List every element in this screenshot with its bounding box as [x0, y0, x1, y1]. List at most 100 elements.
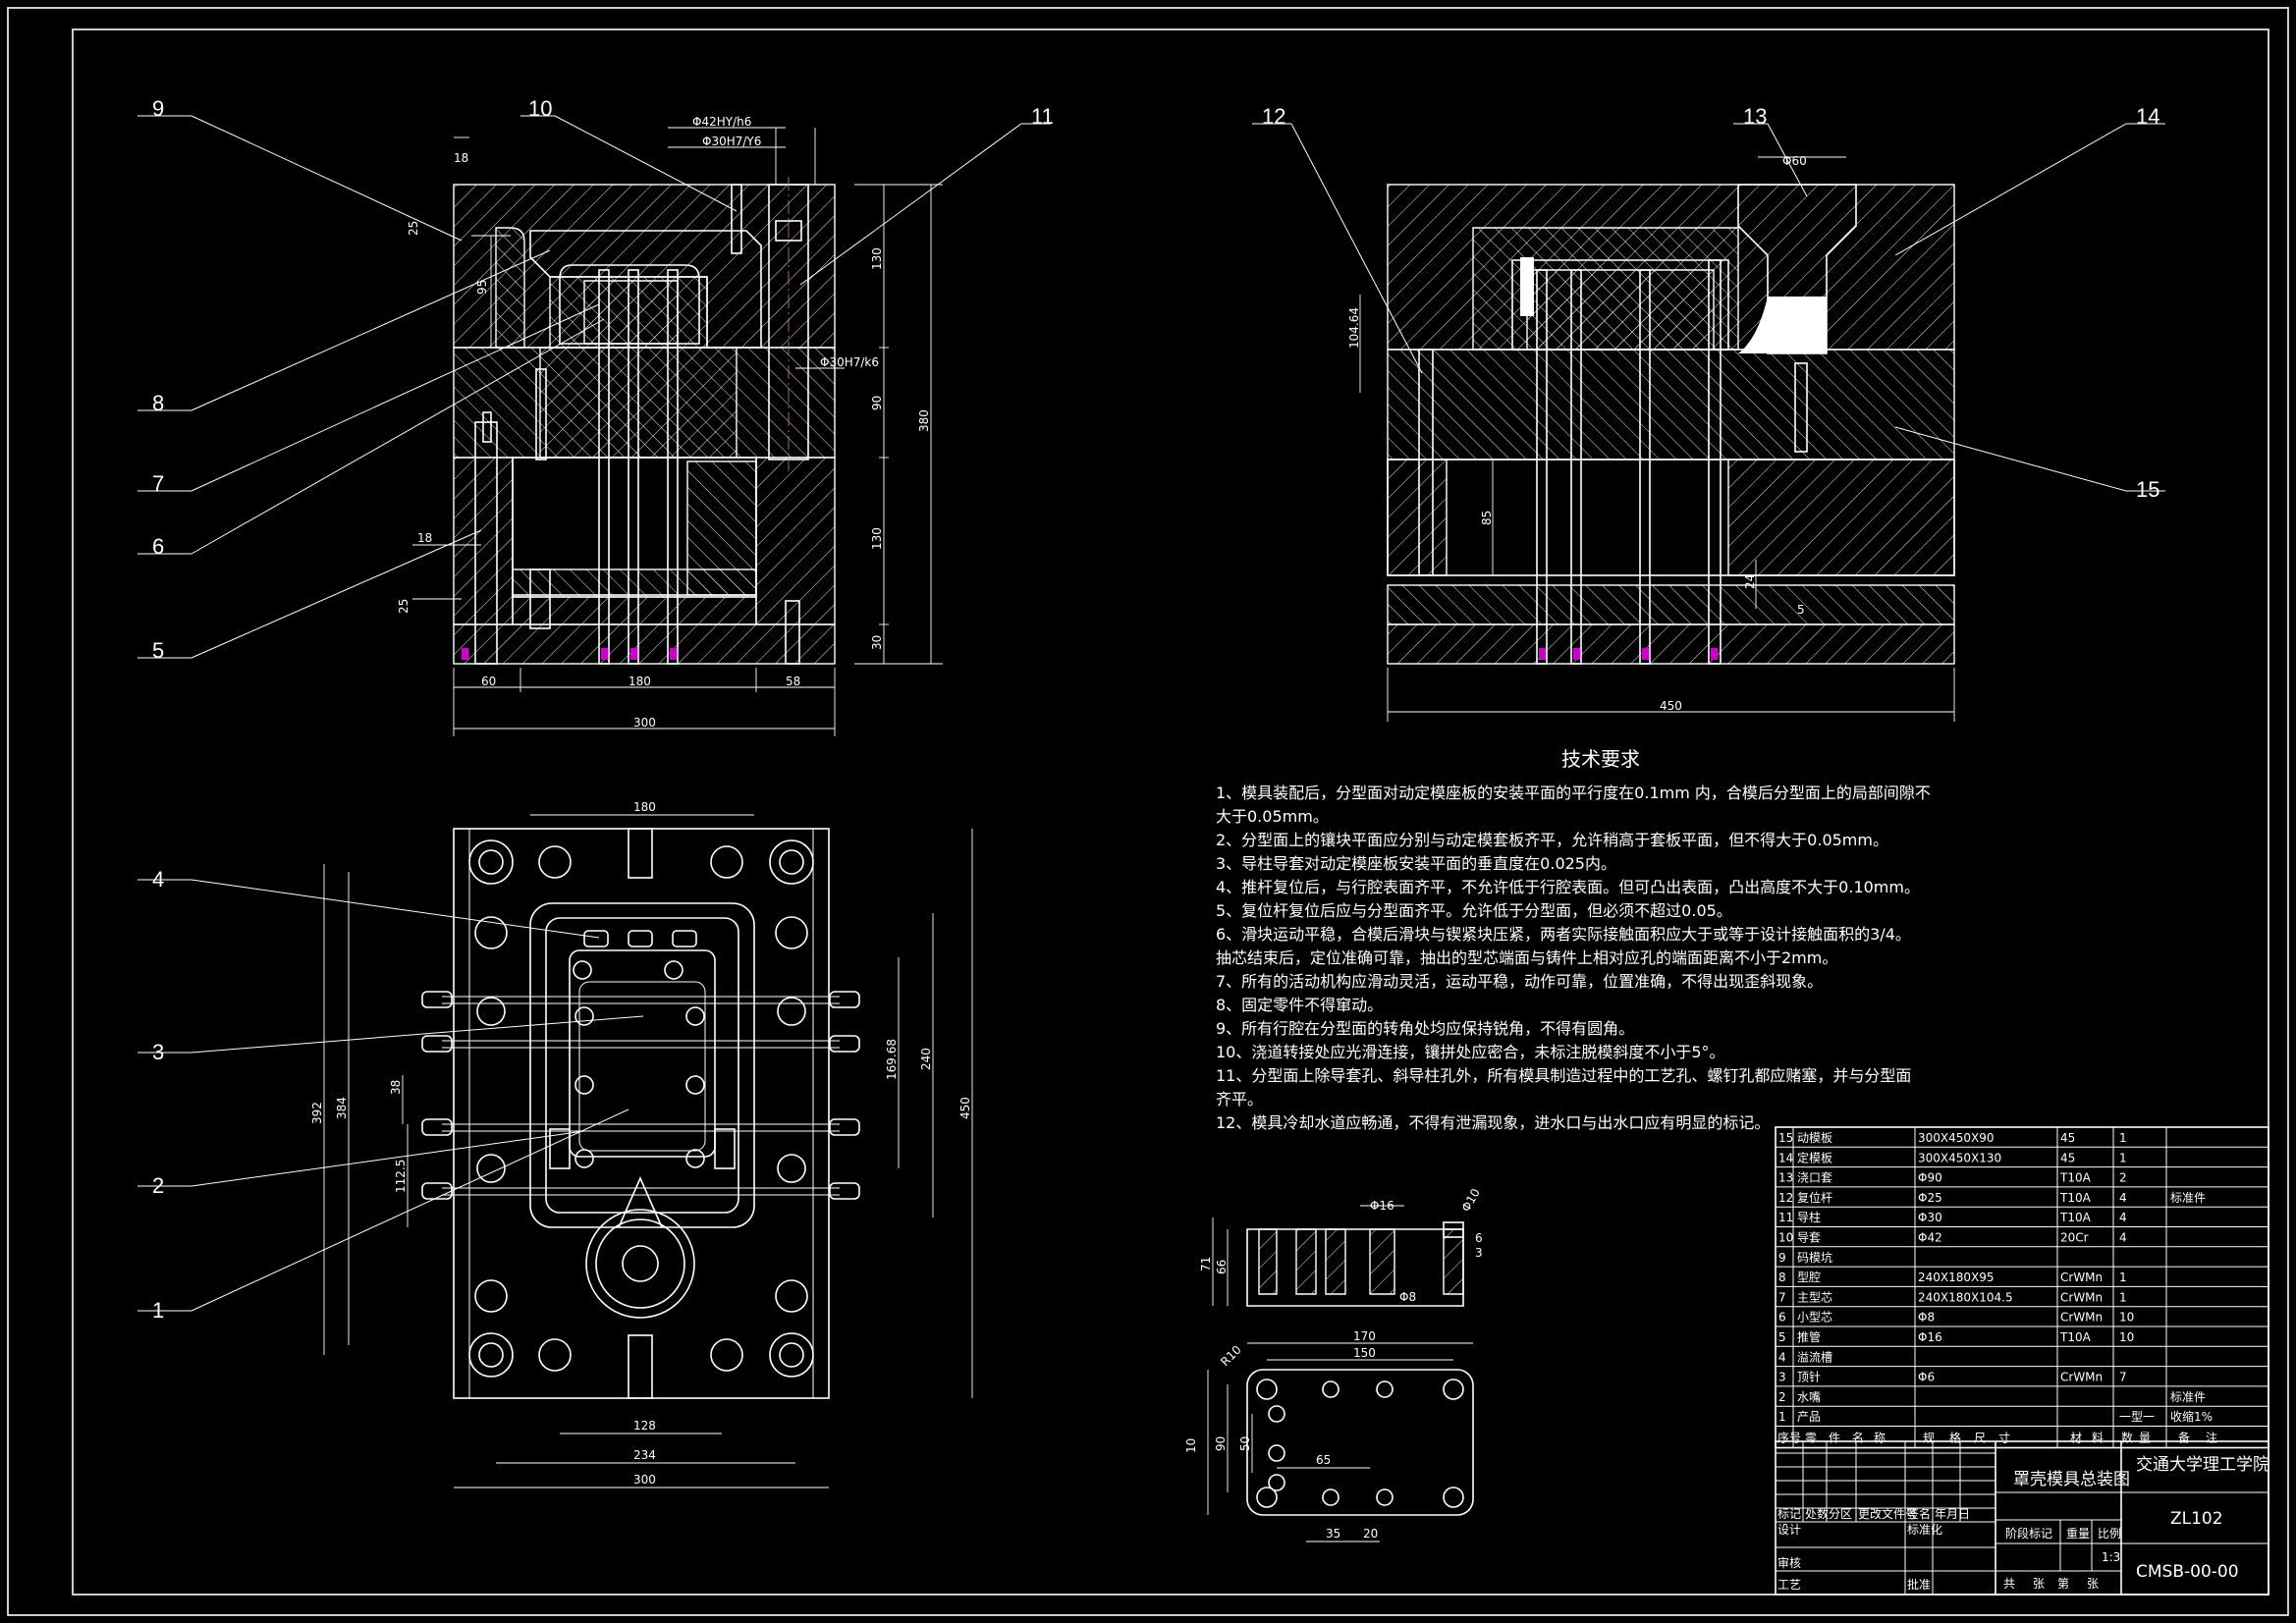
bom-cell: 顶针 [1797, 1370, 1821, 1384]
balloon-7: 7 [152, 471, 164, 496]
balloon-5: 5 [152, 638, 164, 663]
title-drawing-no: CMSB-00-00 [2136, 1562, 2239, 1582]
dim-v450: 450 [958, 1097, 972, 1119]
bom-cell: Φ6 [1918, 1371, 1935, 1384]
title-block [1775, 1440, 2269, 1596]
dim-v130b: 130 [870, 527, 884, 550]
dim-b450: 450 [1660, 699, 1682, 713]
bom-cell: 8 [1778, 1271, 1786, 1284]
title-drawing-name: 罩壳模具总装图 [2013, 1470, 2130, 1489]
bom-cell: 300X450X130 [1918, 1151, 2001, 1164]
bom-cell: 4 [1778, 1350, 1786, 1364]
detail-section-view [1212, 1205, 1464, 1307]
tb-approve: 批准 [1907, 1577, 1931, 1592]
title-school: 交通大学理工学院 [2136, 1455, 2269, 1475]
tb-scale-label: 比例 [2098, 1527, 2121, 1541]
bom-cell: 10 [1778, 1231, 1793, 1245]
dim-v130a: 130 [870, 247, 884, 270]
dim-v30: 30 [870, 635, 884, 650]
req-line: 9、所有行腔在分型面的转角处均应保持锐角，不得有圆角。 [1216, 1019, 1634, 1038]
bom-cell: CrWMn [2060, 1371, 2103, 1384]
bom-cell: 1 [2119, 1151, 2127, 1164]
bom-cell: 浇口套 [1797, 1171, 1832, 1185]
bom-header-cell: 量 [2139, 1432, 2151, 1445]
detail-d16: Φ16 [1370, 1199, 1394, 1213]
req-line: 6、滑块运动平稳，合模后滑块与锲紧块压紧，两者实际接触面积应大于或等于设计接触面… [1216, 925, 1911, 944]
inner-frame [72, 28, 2269, 1596]
balloon-10: 10 [528, 96, 552, 121]
bom-cell: Φ90 [1918, 1171, 1942, 1185]
dim-v384: 384 [335, 1097, 349, 1119]
bom-cell: 12 [1778, 1191, 1793, 1205]
detail-h10: 10 [1184, 1438, 1198, 1453]
bom-cell: 1 [2119, 1271, 2127, 1284]
tb-process: 工艺 [1777, 1578, 1801, 1592]
tb-review: 审核 [1777, 1555, 1801, 1570]
tb-sheet4: 张 [2087, 1577, 2099, 1591]
dim-side-25: 25 [407, 221, 420, 236]
bom-cell: 45 [2060, 1131, 2075, 1145]
bom-cell: Φ8 [1918, 1311, 1935, 1325]
dim-fit2: Φ30H7/Y6 [702, 135, 761, 148]
detail-h90: 90 [1214, 1436, 1228, 1451]
tb-stage: 阶段标记 [2005, 1526, 2052, 1541]
bom-header-cell: 注 [2206, 1431, 2217, 1445]
bom-cell: 9 [1778, 1251, 1786, 1265]
dim-v380: 380 [917, 409, 931, 432]
req-line: 11、分型面上除导套孔、斜导柱孔外，所有模具制造过程中的工艺孔、螺钉孔都应赌塞，… [1216, 1066, 1911, 1085]
bom-cell: CrWMn [2060, 1311, 2103, 1325]
balloon-1: 1 [152, 1298, 164, 1323]
bom-cell: 11 [1778, 1211, 1793, 1224]
req-line: 3、导柱导套对动定模座板安装平面的垂直度在0.025内。 [1216, 854, 1616, 873]
dim-v16968: 169.68 [885, 1039, 899, 1080]
dim-v85: 85 [1480, 511, 1494, 525]
dim-t180: 180 [633, 800, 656, 814]
bom-cell: 标准件 [2170, 1390, 2206, 1404]
detail-d8: Φ8 [1399, 1290, 1416, 1304]
bom-cell: 1 [2119, 1131, 2127, 1145]
bom-cell: 一型一 [2119, 1410, 2155, 1424]
tb-scale: 1:3 [2102, 1550, 2120, 1564]
requirements-list: 1、模具装配后，分型面对动定模座板的安装平面的平行度在0.1mm 内，合模后分型… [1216, 784, 1931, 1132]
bom-cell: 溢流槽 [1797, 1350, 1832, 1364]
req-line: 7、所有的活动机构应滑动灵活，运动平稳，动作可靠，位置准确，不得出现歪斜现象。 [1216, 972, 1823, 991]
bom-cell: 1 [2119, 1290, 2127, 1304]
dim-top-18: 18 [454, 151, 468, 165]
bom-cell: Φ42 [1918, 1231, 1942, 1245]
dim-v392: 392 [310, 1102, 324, 1124]
bom-cell: 2 [1778, 1390, 1786, 1404]
bom-cell: 7 [1778, 1290, 1786, 1304]
balloon-9: 9 [152, 96, 164, 121]
tb-rev2: 分区 [1829, 1507, 1852, 1521]
detail-h50: 50 [1238, 1436, 1252, 1451]
bom-cell: Φ16 [1918, 1330, 1942, 1344]
dim-b300: 300 [633, 716, 656, 730]
bom-cell: 10 [2119, 1311, 2134, 1325]
balloon-15: 15 [2136, 477, 2159, 502]
balloon-leaders [137, 115, 2165, 1312]
bom-cell: 5 [1778, 1330, 1786, 1344]
req-line: 抽芯结束后，定位准确可靠，抽出的型芯端面与铸件上相对应孔的端面距离不小于2mm。 [1216, 948, 1837, 967]
bom-header-cell: 零 [1805, 1432, 1817, 1445]
req-line: 2、分型面上的镶块平面应分别与动定模套板齐平，允许稍高于套板平面，但不得大于0.… [1216, 831, 1888, 849]
req-line: 齐平。 [1216, 1090, 1263, 1109]
bom-cell: 4 [2119, 1211, 2127, 1224]
balloon-2: 2 [152, 1173, 164, 1198]
req-line: 8、固定零件不得窜动。 [1216, 996, 1383, 1014]
req-line: 大于0.05mm。 [1216, 807, 1329, 826]
bom-cell: 导柱 [1797, 1210, 1821, 1224]
bom-cell: 产品 [1797, 1410, 1821, 1424]
bom-header-cell: 数 [2121, 1431, 2133, 1445]
bom-cell: 20Cr [2060, 1231, 2089, 1245]
bom-cell: 300X450X90 [1918, 1131, 1995, 1145]
bom-cell: 15 [1778, 1131, 1793, 1145]
bom-cell: 240X180X104.5 [1918, 1290, 2013, 1304]
bom-cell: 3 [1778, 1371, 1786, 1384]
bom-header-cell: 材 [2070, 1432, 2082, 1445]
tb-sheet2: 张 [2033, 1577, 2045, 1591]
tb-weight: 重量 [2066, 1527, 2090, 1541]
detail-d10: Φ10 [1458, 1186, 1482, 1214]
bom-cell: T10A [2059, 1211, 2092, 1224]
dim-v1125: 112.5 [394, 1160, 408, 1193]
bom-cell: Φ25 [1918, 1191, 1942, 1205]
